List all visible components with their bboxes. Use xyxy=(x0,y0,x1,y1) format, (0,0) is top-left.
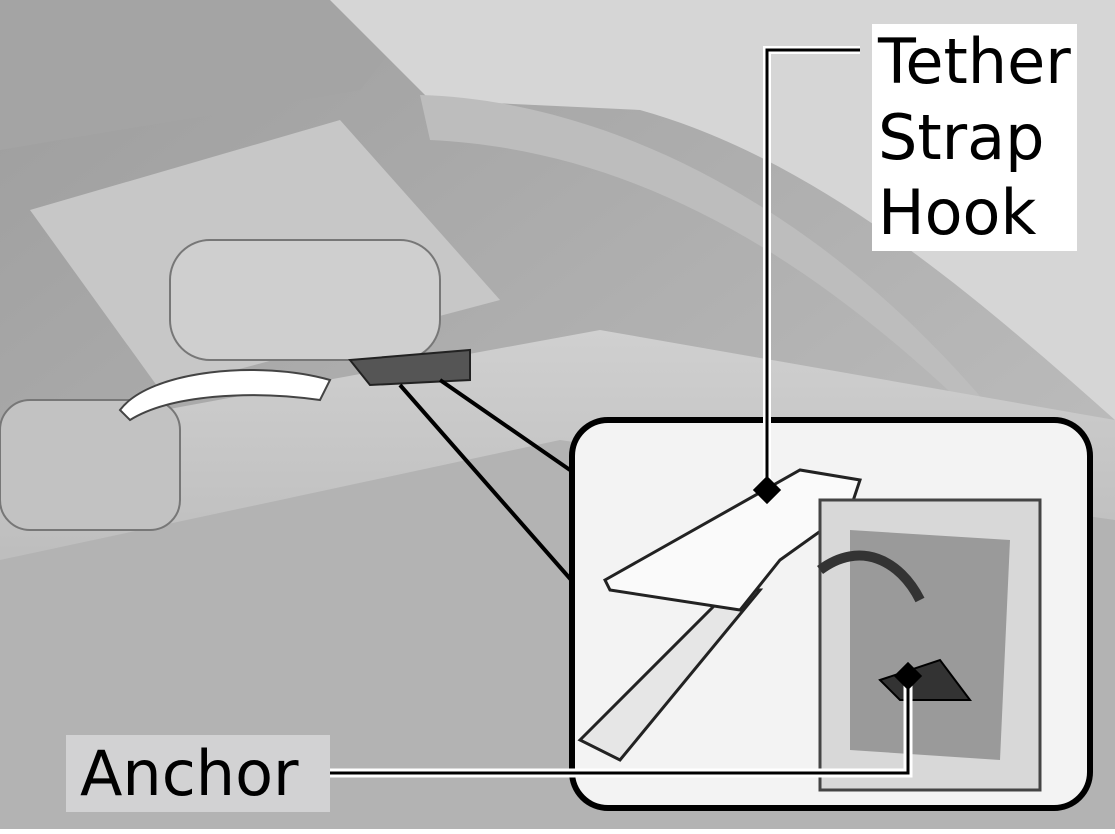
insert-arrow-icon xyxy=(817,550,925,603)
tether-label-line1: Tether xyxy=(878,25,1071,98)
roof-panel xyxy=(0,0,430,150)
tether-hook-detail xyxy=(577,468,862,762)
tether-label-line3: Hook xyxy=(878,176,1037,250)
tether-strap xyxy=(118,369,332,422)
headrest xyxy=(169,239,441,361)
tether-strap-hook-label: Tether Strap Hook xyxy=(872,24,1077,251)
anchor-detail xyxy=(817,498,1042,792)
seat-side-cushion xyxy=(0,399,181,531)
anchor-small xyxy=(348,348,471,387)
anchor-leader-line xyxy=(330,676,910,775)
tether-leader-line xyxy=(765,48,860,490)
anchor-marker xyxy=(893,661,923,691)
tether-label-line2: Strap xyxy=(878,100,1045,174)
tether-marker xyxy=(752,475,782,505)
anchor-label: Anchor xyxy=(66,735,330,812)
